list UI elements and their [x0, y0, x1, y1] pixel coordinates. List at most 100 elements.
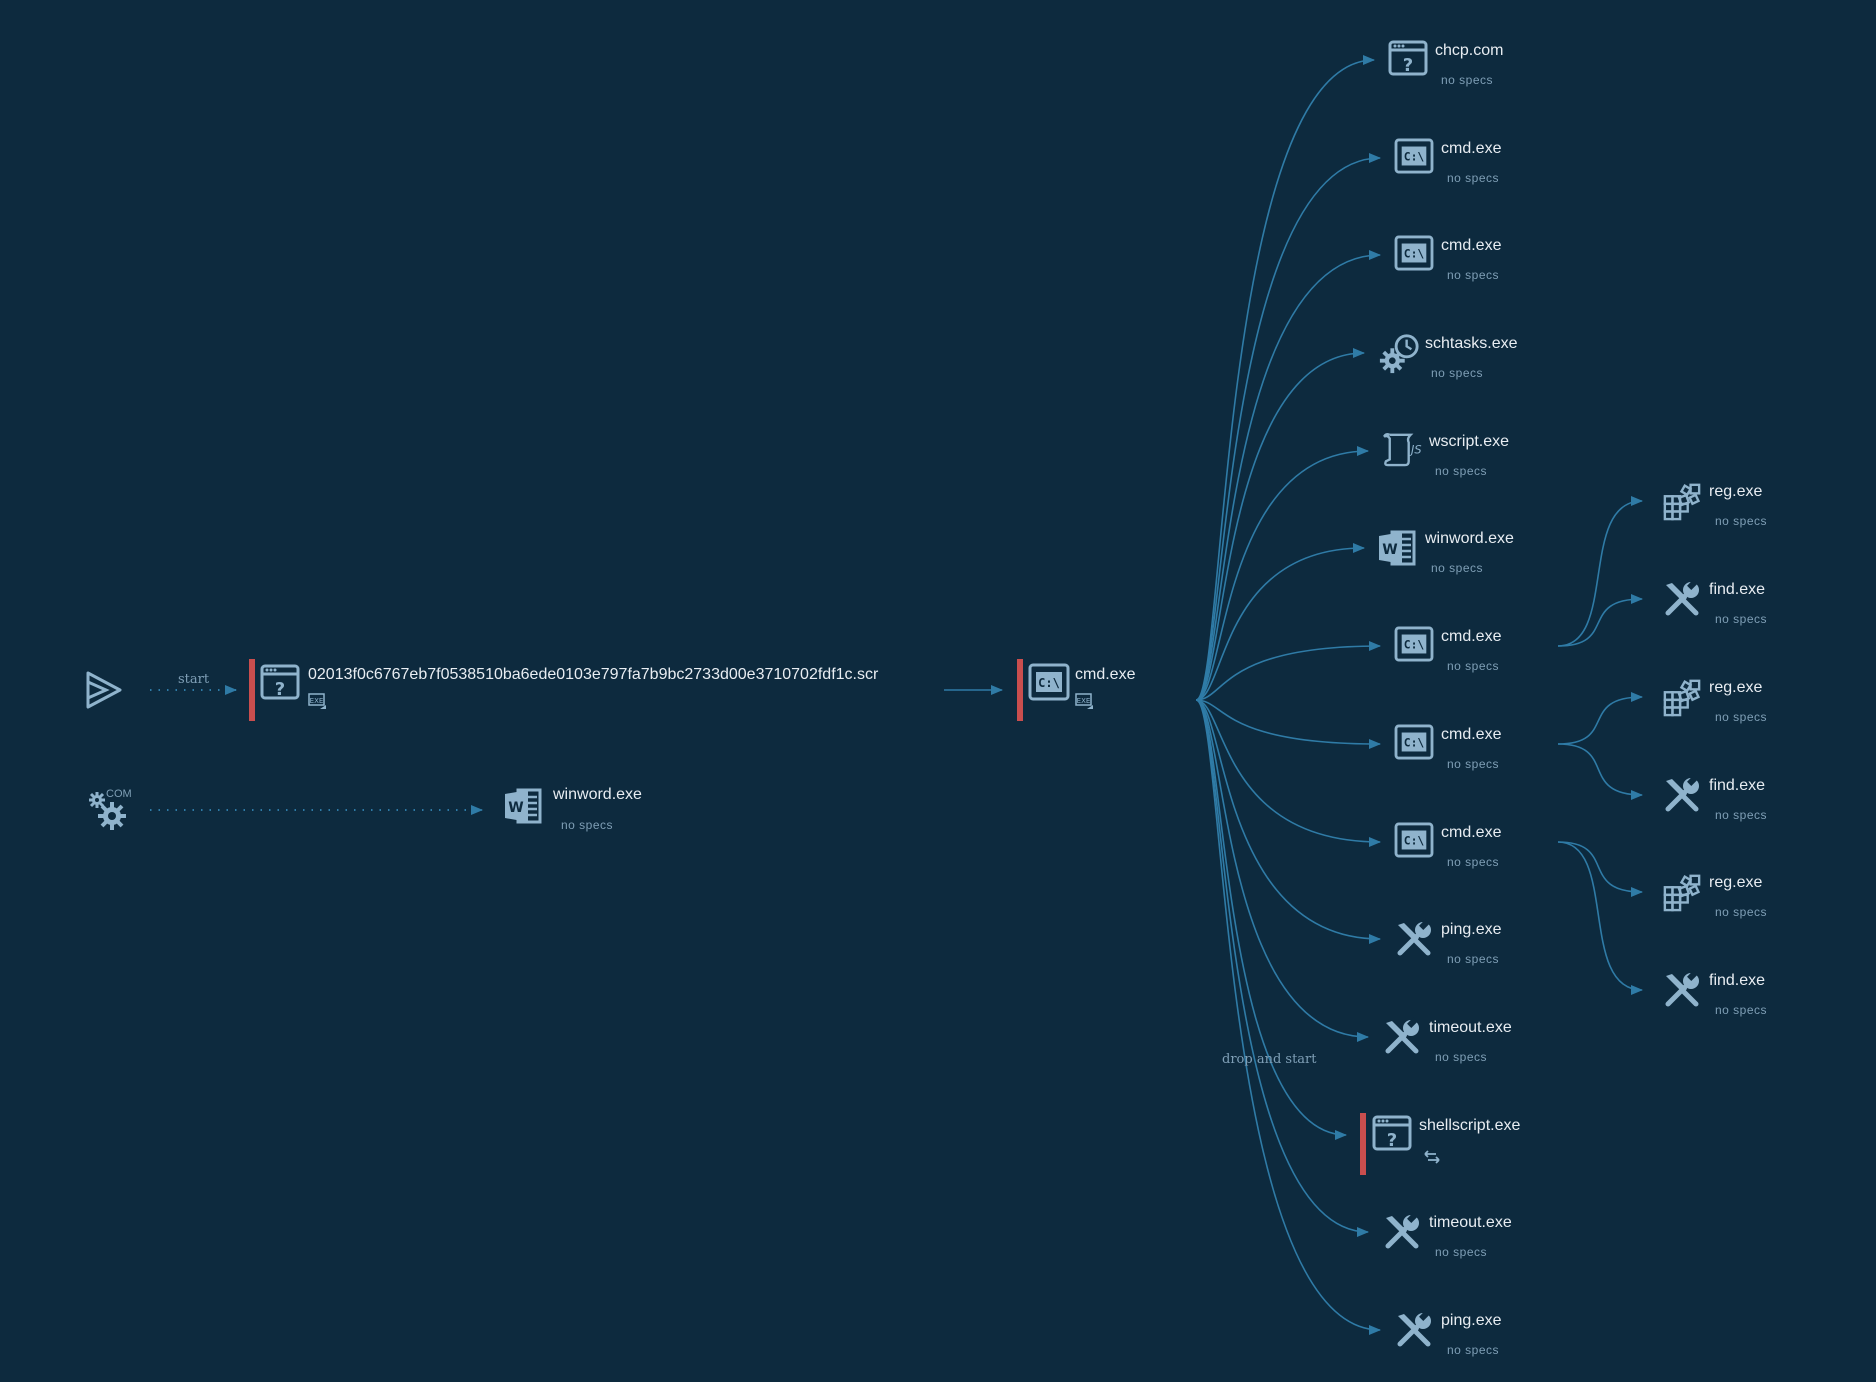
malicious-flag	[1017, 659, 1023, 721]
edge-cmd-child-2	[1195, 250, 1381, 701]
process-name: winword.exe	[553, 786, 642, 803]
tools-icon	[1662, 775, 1702, 820]
gear-clock-icon	[1378, 333, 1420, 380]
edge-cmd-child-11	[1195, 699, 1347, 1140]
window-question-icon: ?	[1388, 40, 1428, 81]
process-name: reg.exe	[1709, 483, 1763, 500]
edge-cmd-child-12	[1195, 699, 1369, 1237]
svg-text:EXE: EXE	[310, 697, 324, 705]
console-icon: C:\	[1394, 822, 1434, 863]
process-specs: no specs	[1715, 710, 1768, 724]
edge-label-start: start	[178, 672, 210, 687]
svg-text:C:\: C:\	[1404, 834, 1425, 848]
process-specs: no specs	[1435, 1050, 1488, 1064]
edge-cmd-child-5	[1195, 543, 1365, 701]
process-name: timeout.exe	[1429, 1214, 1512, 1231]
process-name: ping.exe	[1441, 921, 1502, 938]
exe-badge-icon: EXE	[308, 693, 326, 709]
process-specs: no specs	[1715, 1003, 1768, 1017]
window-question-icon: ?	[260, 664, 300, 700]
svg-text:?: ?	[1387, 1130, 1397, 1151]
process-name: cmd.exe	[1441, 237, 1502, 254]
process-specs: no specs	[1447, 1343, 1500, 1357]
edge-cmd-child-6	[1195, 641, 1381, 701]
process-name: schtasks.exe	[1425, 335, 1518, 352]
console-icon: C:\	[1394, 138, 1434, 179]
process-name: shellscript.exe	[1419, 1117, 1521, 1134]
process-specs: no specs	[1441, 73, 1494, 87]
edge-grandchild-3	[1557, 743, 1643, 800]
process-specs: no specs	[1447, 659, 1500, 673]
svg-text:C:\: C:\	[1038, 676, 1060, 690]
process-name: cmd.exe	[1441, 824, 1502, 841]
edge-grandchild-4	[1557, 841, 1643, 897]
process-name: cmd.exe	[1441, 628, 1502, 645]
script-js-icon: JS	[1382, 431, 1424, 472]
play-icon	[86, 671, 122, 709]
process-specs: no specs	[1431, 561, 1484, 575]
process-name: ping.exe	[1441, 1312, 1502, 1329]
svg-text:W: W	[1382, 542, 1397, 558]
com-label: COM	[106, 788, 132, 800]
svg-text:C:\: C:\	[1404, 638, 1425, 652]
edge-grandchild-0	[1557, 496, 1643, 647]
edge-cmd-child-8	[1195, 699, 1381, 847]
word-icon: W	[1378, 528, 1418, 573]
process-specs: no specs	[1715, 905, 1768, 919]
svg-text:C:\: C:\	[1404, 736, 1425, 750]
console-icon: C:\	[1394, 724, 1434, 765]
edge-cmd-child-4	[1195, 446, 1369, 701]
tools-icon	[1394, 1310, 1434, 1355]
tools-icon	[1662, 579, 1702, 624]
process-specs: no specs	[1715, 612, 1768, 626]
svg-text:W: W	[508, 800, 523, 816]
window-question-icon: ?	[1372, 1115, 1412, 1156]
swap-arrows-icon	[1422, 1149, 1442, 1170]
edge-cmd-child-10	[1195, 699, 1369, 1042]
edge-label-drop-and-start: drop and start	[1222, 1052, 1317, 1067]
process-name: cmd.exe	[1441, 726, 1502, 743]
edge-cmd-child-1	[1195, 153, 1381, 701]
process-name: reg.exe	[1709, 679, 1763, 696]
edge-cmd-child-0	[1195, 55, 1375, 701]
registry-icon	[1662, 872, 1702, 917]
console-icon: C:\	[1394, 235, 1434, 276]
process-name: winword.exe	[1425, 530, 1514, 547]
process-specs: no specs	[1447, 757, 1500, 771]
malicious-flag	[1360, 1113, 1366, 1175]
edge-grandchild-2	[1557, 692, 1643, 745]
process-name: cmd.exe	[1075, 666, 1136, 683]
process-specs: no specs	[1715, 808, 1768, 822]
process-specs: no specs	[1715, 514, 1768, 528]
process-name: wscript.exe	[1429, 433, 1510, 450]
process-name: find.exe	[1709, 581, 1766, 598]
process-specs: no specs	[1431, 366, 1484, 380]
process-name: reg.exe	[1709, 874, 1763, 891]
process-specs: no specs	[1447, 171, 1500, 185]
registry-icon	[1662, 677, 1702, 722]
edges	[150, 55, 1643, 1335]
svg-text:?: ?	[275, 679, 285, 700]
process-specs: no specs	[1447, 268, 1500, 282]
process-specs: no specs	[1435, 1245, 1488, 1259]
svg-text:?: ?	[1403, 55, 1413, 76]
exe-badge-icon: EXE	[1075, 693, 1093, 709]
process-name: 02013f0c6767eb7f0538510ba6ede0103e797fa7…	[308, 666, 879, 683]
gear-com-icon	[89, 792, 126, 830]
edge-cmd-child-13	[1195, 699, 1381, 1335]
process-name: cmd.exe	[1441, 140, 1502, 157]
process-name: chcp.com	[1435, 42, 1504, 59]
tools-icon	[1394, 919, 1434, 964]
process-name: find.exe	[1709, 777, 1766, 794]
registry-icon	[1662, 481, 1702, 526]
svg-text:C:\: C:\	[1404, 150, 1425, 164]
process-name: timeout.exe	[1429, 1019, 1512, 1036]
tools-icon	[1382, 1017, 1422, 1062]
console-icon: C:\	[1394, 626, 1434, 667]
tools-icon	[1662, 970, 1702, 1015]
svg-text:C:\: C:\	[1404, 247, 1425, 261]
malicious-flag	[249, 659, 255, 721]
svg-text:JS: JS	[1409, 443, 1422, 457]
edge-cmd-child-3	[1195, 348, 1365, 701]
